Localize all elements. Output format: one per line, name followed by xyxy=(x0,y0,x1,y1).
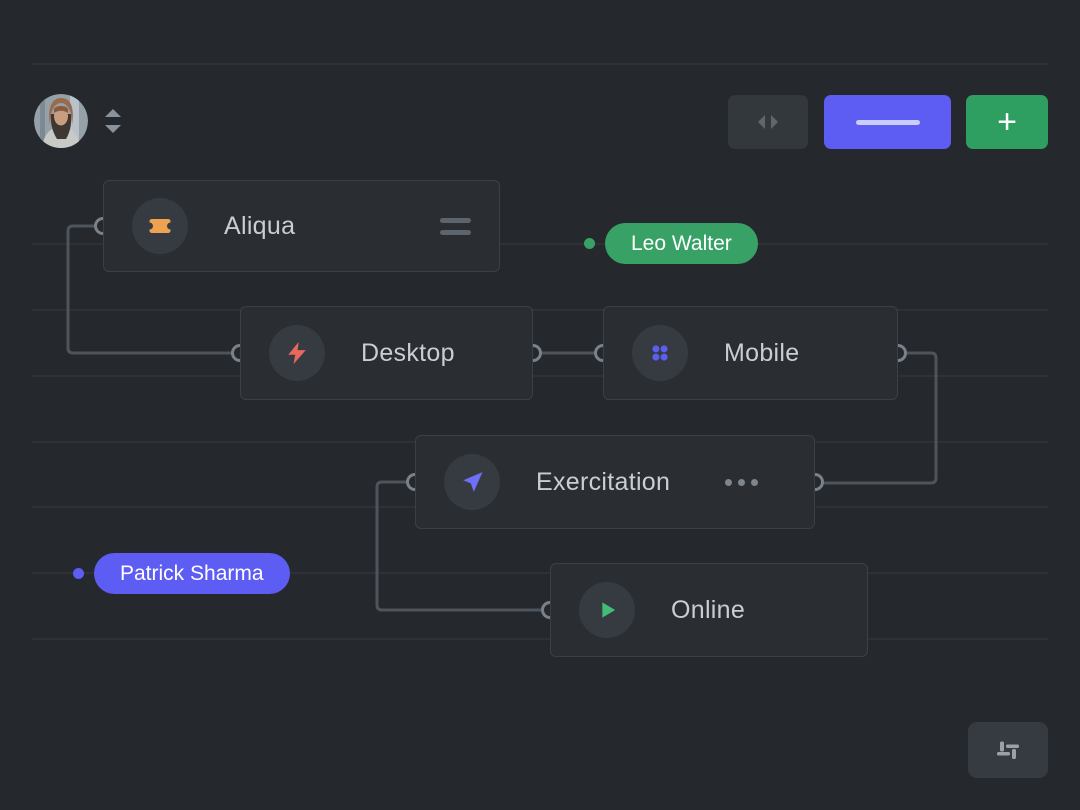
add-button[interactable]: + xyxy=(966,95,1048,149)
node-icon-circle xyxy=(132,198,188,254)
badge-label: Patrick Sharma xyxy=(120,561,264,585)
node-label: Aliqua xyxy=(224,211,296,240)
node-online[interactable]: Online xyxy=(550,563,868,657)
badge-leo-walter[interactable]: Leo Walter xyxy=(605,223,758,264)
node-icon-circle xyxy=(444,454,500,510)
badge-label: Leo Walter xyxy=(631,231,732,255)
grid-line xyxy=(32,638,1048,640)
node-mobile[interactable]: Mobile xyxy=(603,306,898,400)
avatar-image xyxy=(34,94,88,148)
grid-line xyxy=(32,243,1048,245)
node-icon-circle xyxy=(579,582,635,638)
ticket-icon xyxy=(146,219,174,233)
sort-arrows-icon[interactable] xyxy=(102,105,124,137)
settings-button[interactable] xyxy=(968,722,1048,778)
node-label: Desktop xyxy=(361,338,455,367)
node-exercitation[interactable]: Exercitation xyxy=(415,435,815,529)
grid-line xyxy=(32,63,1048,65)
badge-patrick-sharma[interactable]: Patrick Sharma xyxy=(94,553,290,594)
primary-action-button[interactable] xyxy=(824,95,951,149)
navigation-arrow-icon xyxy=(463,472,483,492)
grid-line xyxy=(32,375,1048,377)
node-label: Mobile xyxy=(724,338,800,367)
status-dot-purple xyxy=(73,568,84,579)
lightning-bolt-icon xyxy=(288,341,306,365)
panel-toggle-button[interactable] xyxy=(728,95,808,149)
dots-grid-icon xyxy=(652,345,668,361)
node-label: Online xyxy=(671,595,746,624)
node-aliqua[interactable]: Aliqua xyxy=(103,180,500,272)
ellipsis-icon[interactable] xyxy=(725,478,758,486)
node-icon-circle xyxy=(632,325,688,381)
node-icon-circle xyxy=(269,325,325,381)
avatar[interactable] xyxy=(34,94,88,148)
dash-icon xyxy=(855,119,920,125)
node-label: Exercitation xyxy=(536,467,671,496)
grid-line xyxy=(32,309,1048,311)
play-icon xyxy=(602,602,616,618)
drag-handle-icon[interactable] xyxy=(440,217,471,235)
status-dot-green xyxy=(584,238,595,249)
node-desktop[interactable]: Desktop xyxy=(240,306,533,400)
horizontal-expand-icon xyxy=(758,115,778,129)
sliders-icon xyxy=(997,741,1019,759)
